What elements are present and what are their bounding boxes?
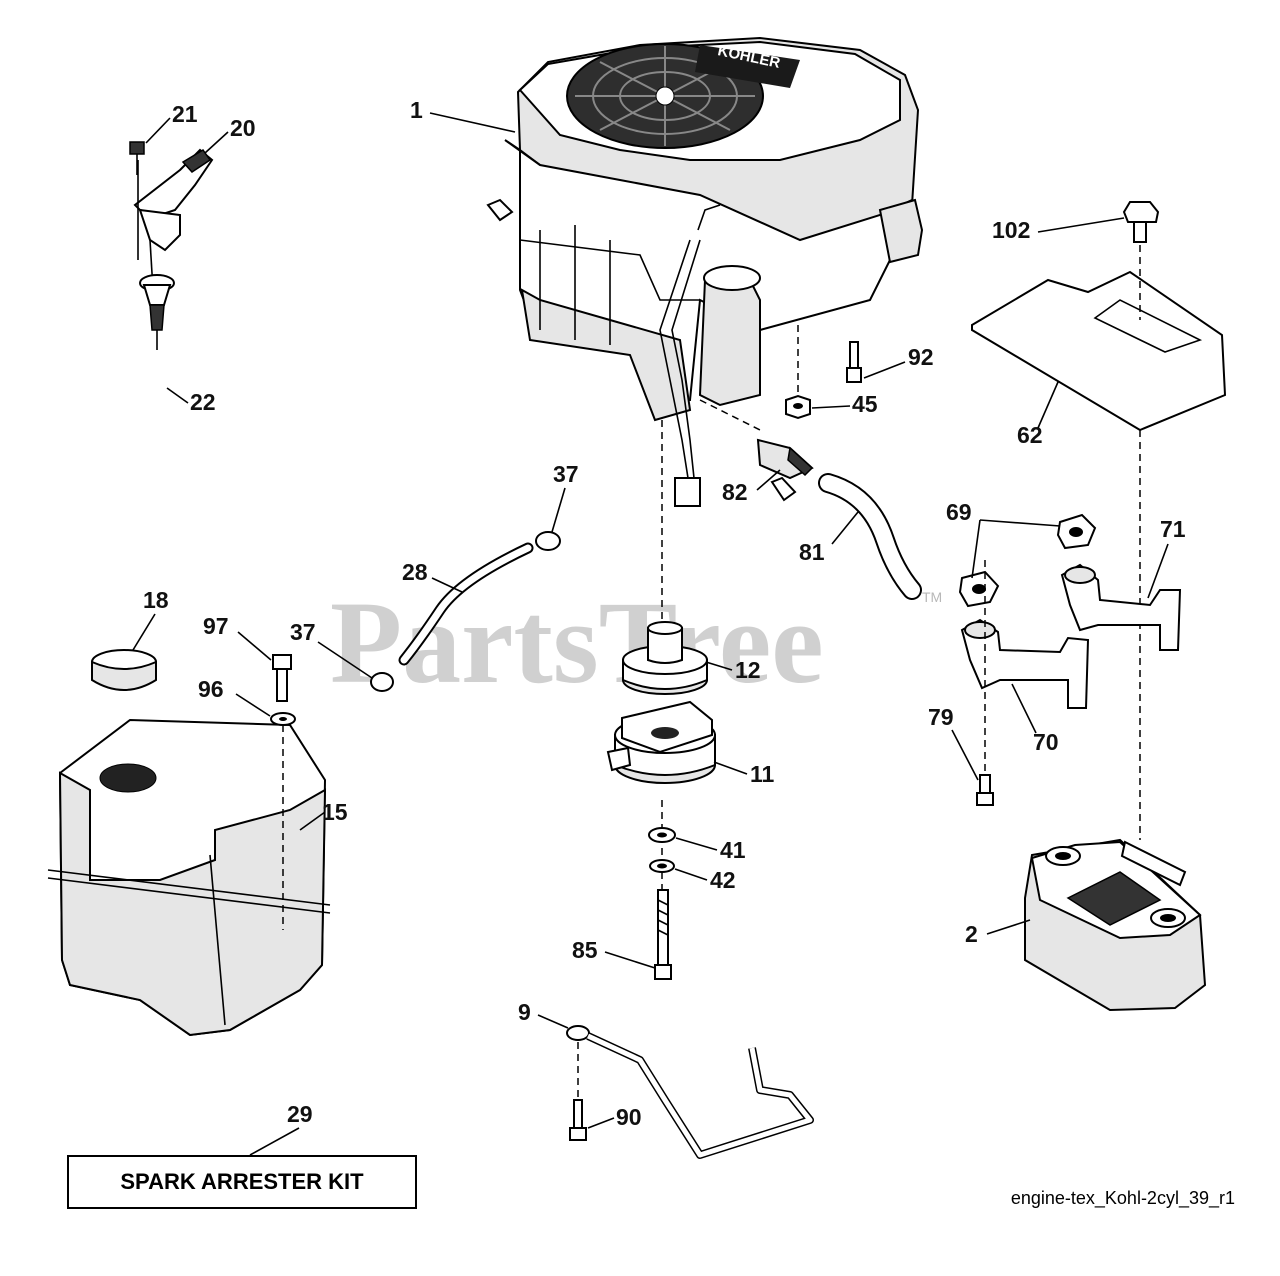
callout-81: 81: [799, 539, 825, 565]
callout-2: 2: [965, 921, 978, 947]
engine-part-1[interactable]: KOHLER: [486, 36, 924, 507]
knob-part-102[interactable]: [1122, 201, 1160, 243]
rod-part-9[interactable]: [566, 1025, 814, 1159]
callout-79: 79: [928, 704, 954, 730]
gasket-part-69-upper[interactable]: [1056, 513, 1097, 550]
callout-41: 41: [720, 837, 746, 863]
heat-shield-part-62[interactable]: [971, 270, 1227, 432]
washer-part-41[interactable]: [648, 827, 676, 843]
callout-11: 11: [750, 761, 775, 787]
gasket-part-69-lower[interactable]: [958, 570, 1000, 608]
callout-42: 42: [710, 867, 736, 893]
fuel-cap-part-18[interactable]: [91, 649, 157, 691]
callout-82: 82: [722, 479, 748, 505]
callout-28: 28: [402, 559, 428, 585]
callout-1: 1: [410, 97, 423, 123]
callout-85: 85: [572, 937, 598, 963]
washer-part-42[interactable]: [649, 859, 675, 873]
callout-9: 9: [518, 999, 531, 1025]
pulley-part-12[interactable]: [622, 621, 708, 695]
watermark-trademark: TM: [922, 589, 942, 605]
fuel-line-part-28[interactable]: [398, 542, 534, 666]
callout-20: 20: [230, 115, 256, 141]
bolt-part-97[interactable]: [272, 654, 292, 702]
callout-92: 92: [908, 344, 934, 370]
spark-arrester-kit-label[interactable]: SPARK ARRESTER KIT: [67, 1155, 417, 1209]
screw-part-90[interactable]: [569, 1099, 587, 1141]
callout-90: 90: [616, 1104, 642, 1130]
callout-29: 29: [287, 1101, 313, 1127]
clutch-part-11[interactable]: [606, 700, 716, 784]
bolt-part-79[interactable]: [976, 774, 994, 806]
callout-21: 21: [172, 101, 198, 127]
callout-96: 96: [198, 676, 224, 702]
clamp-part-37-upper[interactable]: [535, 531, 561, 551]
screw-part-21[interactable]: [129, 141, 145, 175]
washer-part-96[interactable]: [270, 712, 296, 726]
exhaust-pipe-part-71[interactable]: [1060, 563, 1182, 651]
knob-part-22[interactable]: [139, 274, 175, 350]
muffler-part-2[interactable]: [1024, 838, 1207, 1012]
callout-37-upper: 37: [553, 461, 579, 487]
callout-71: 71: [1160, 516, 1186, 542]
drawing-code-label: engine-tex_Kohl-2cyl_39_r1: [1010, 1188, 1235, 1208]
fuel-filter-part-82[interactable]: [699, 399, 814, 502]
callout-18: 18: [143, 587, 169, 613]
callout-70: 70: [1033, 729, 1059, 755]
callout-69: 69: [946, 499, 972, 525]
callout-22: 22: [190, 389, 216, 415]
bolt-part-85[interactable]: [654, 889, 672, 980]
throttle-control-part-20[interactable]: [133, 148, 214, 291]
callout-97: 97: [203, 613, 229, 639]
fuel-tank-part-15[interactable]: [47, 718, 331, 1037]
clamp-part-37-lower[interactable]: [370, 672, 394, 692]
bolt-part-92[interactable]: [846, 341, 862, 383]
callout-45: 45: [852, 391, 878, 417]
callout-37-lower: 37: [290, 619, 316, 645]
callout-12: 12: [735, 657, 761, 683]
callout-102: 102: [992, 217, 1030, 243]
nut-part-45[interactable]: [785, 394, 811, 420]
callout-15: 15: [322, 799, 348, 825]
fuel-hose-part-81[interactable]: [818, 473, 922, 600]
exhaust-pipe-part-70[interactable]: [960, 618, 1090, 709]
watermark: PartsTree: [330, 577, 824, 708]
